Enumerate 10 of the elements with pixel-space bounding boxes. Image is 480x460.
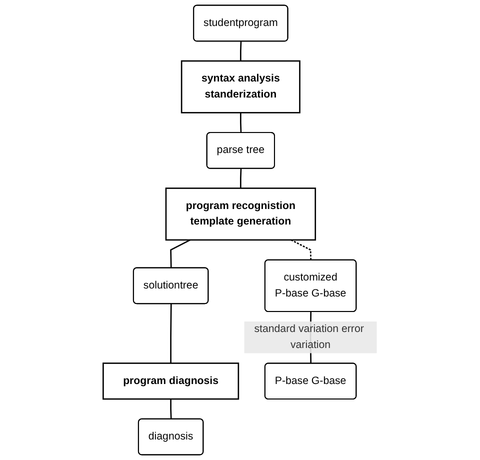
connector xyxy=(240,41,242,61)
connector xyxy=(290,239,312,260)
node-box: syntax analysis standerization xyxy=(180,60,300,114)
connector xyxy=(240,112,242,133)
node-box: program recognistion template generation xyxy=(165,188,316,241)
node-box: program diagnosis xyxy=(102,362,240,400)
connector xyxy=(170,399,172,420)
edge-label: standard variation error variation xyxy=(254,323,364,351)
connector xyxy=(170,304,172,364)
connector xyxy=(240,168,242,188)
